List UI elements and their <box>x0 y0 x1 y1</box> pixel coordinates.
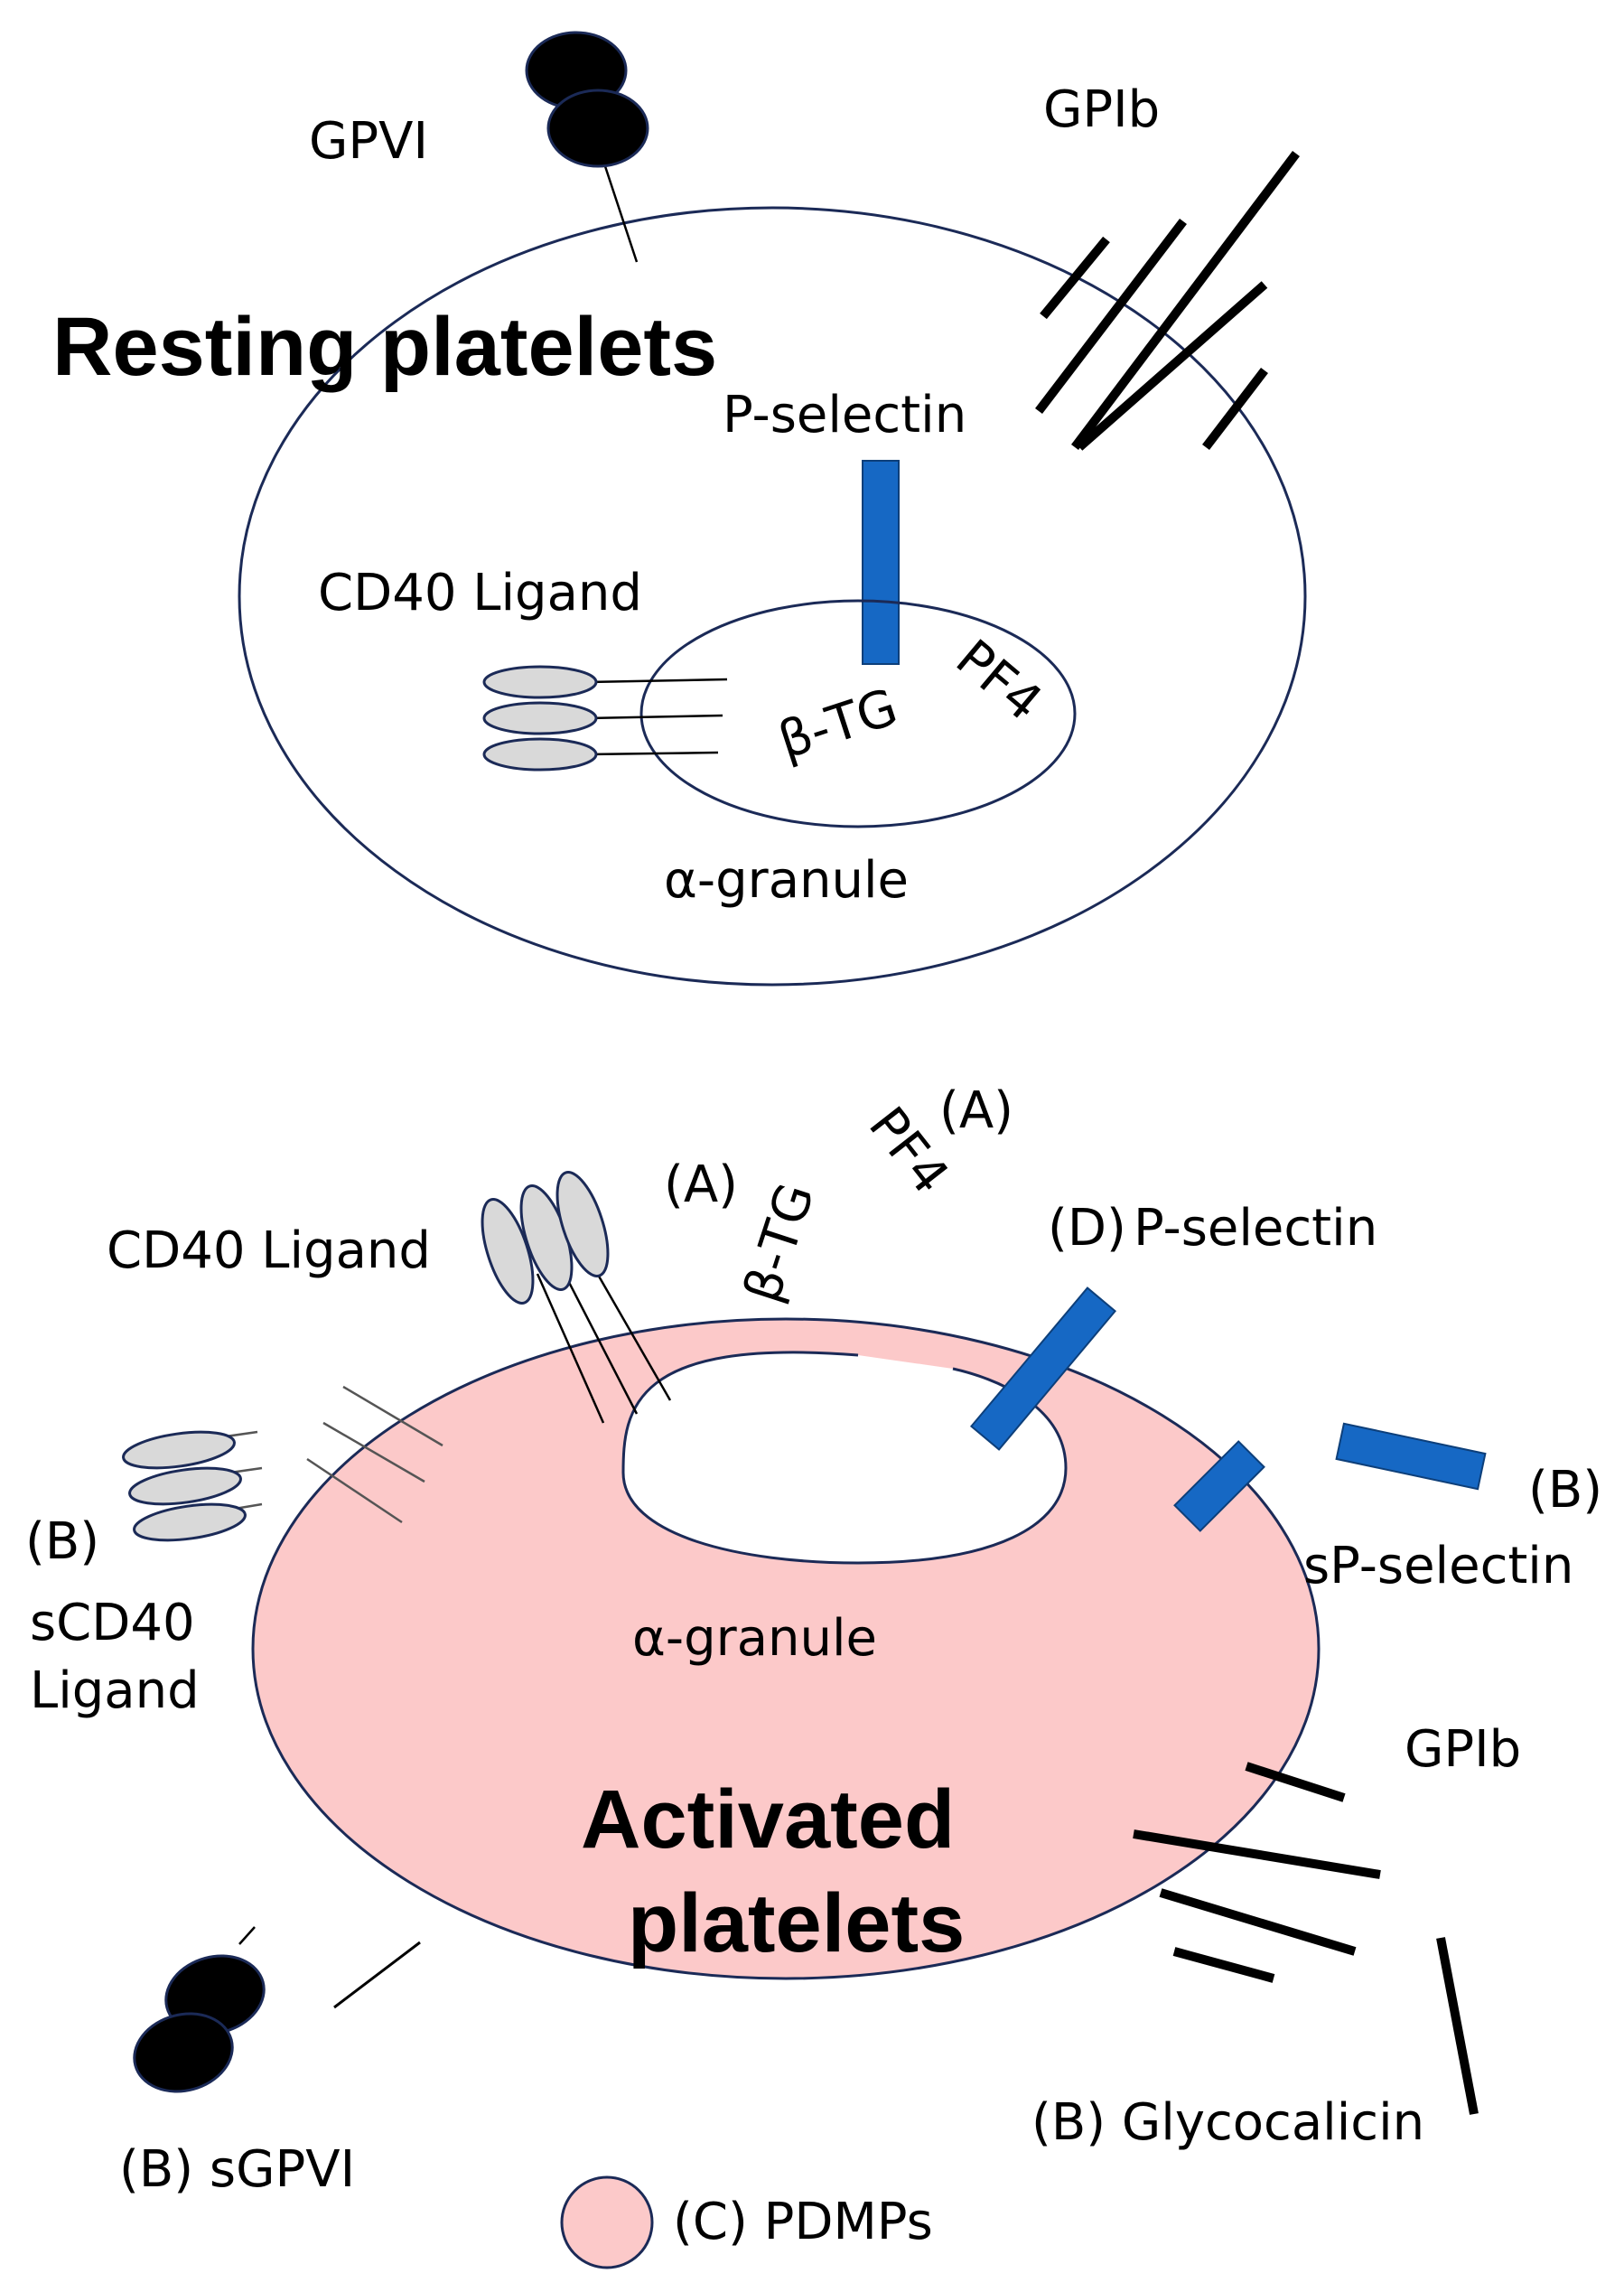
activated-title-line1: Activated <box>581 1773 955 1866</box>
sp-selectin-label: sP-selectin <box>1303 1537 1573 1595</box>
pdmps-label: (C) PDMPs <box>673 2193 933 2251</box>
scd40-label-line1: sCD40 <box>30 1594 195 1652</box>
activated-cd40-label: CD40 Ligand <box>107 1221 431 1280</box>
activated-beta-tg-label: β-TG <box>733 1176 826 1309</box>
beta-tg-marker: (A) <box>664 1155 738 1214</box>
resting-alpha-granule <box>639 599 1077 828</box>
sp-selectin-marker: (B) <box>1528 1461 1602 1520</box>
activated-gpvi-stub <box>333 1941 421 2009</box>
resting-gpvi-label: GPVI <box>309 112 428 171</box>
resting-alpha-granule-label: α-granule <box>664 851 909 910</box>
glycocalicin-icon <box>1436 1937 1479 2115</box>
activated-cd40-ligand-icon <box>481 1171 672 1424</box>
resting-platelet: GPVI GPIb Resting platelets P-selectin β… <box>52 31 1307 987</box>
sgpvi-icon <box>133 1926 266 2093</box>
glycocalicin-label: (B) Glycocalicin <box>1031 2093 1424 2152</box>
scd40-label-line2: Ligand <box>30 1661 200 1720</box>
pf4-marker: (A) <box>939 1081 1013 1140</box>
gpvi-dimer-icon <box>525 31 649 263</box>
sp-selectin-membrane-icon <box>1173 1440 1265 1532</box>
activated-p-selectin-label: P-selectin <box>1134 1199 1377 1258</box>
activated-p-selectin-icon <box>969 1286 1117 1451</box>
resting-membrane <box>238 206 1307 987</box>
resting-cd40-label: CD40 Ligand <box>318 564 642 622</box>
resting-gpib-label: GPIb <box>1043 80 1160 139</box>
resting-title: Resting platelets <box>52 301 717 393</box>
activated-alpha-granule-label: α-granule <box>632 1609 877 1668</box>
cd40-ligand-icon <box>482 665 728 772</box>
resting-pf4-label: PF4 <box>945 629 1053 733</box>
sp-selectin-free-icon <box>1335 1422 1487 1491</box>
p-selectin-icon <box>862 460 900 665</box>
sgpvi-label: (B) sGPVI <box>119 2140 355 2199</box>
activated-gpib-label: GPIb <box>1405 1720 1521 1779</box>
activated-title-line2: platelets <box>628 1877 965 1969</box>
activated-platelet: α-granule (D) P-selectin (B) sP-selectin… <box>25 1081 1602 2269</box>
gpib-bars-icon <box>1035 150 1300 451</box>
activated-alpha-granule <box>621 1351 1068 1565</box>
scd40-ligand-icon <box>122 1385 443 1542</box>
scd40-marker: (B) <box>25 1512 99 1571</box>
pdmp-icon <box>560 2175 654 2269</box>
resting-p-selectin-label: P-selectin <box>723 386 966 444</box>
resting-beta-tg-label: β-TG <box>771 678 904 771</box>
activated-gpib-bars-icon <box>1133 1762 1381 1983</box>
activated-p-selectin-marker: (D) <box>1048 1199 1126 1258</box>
